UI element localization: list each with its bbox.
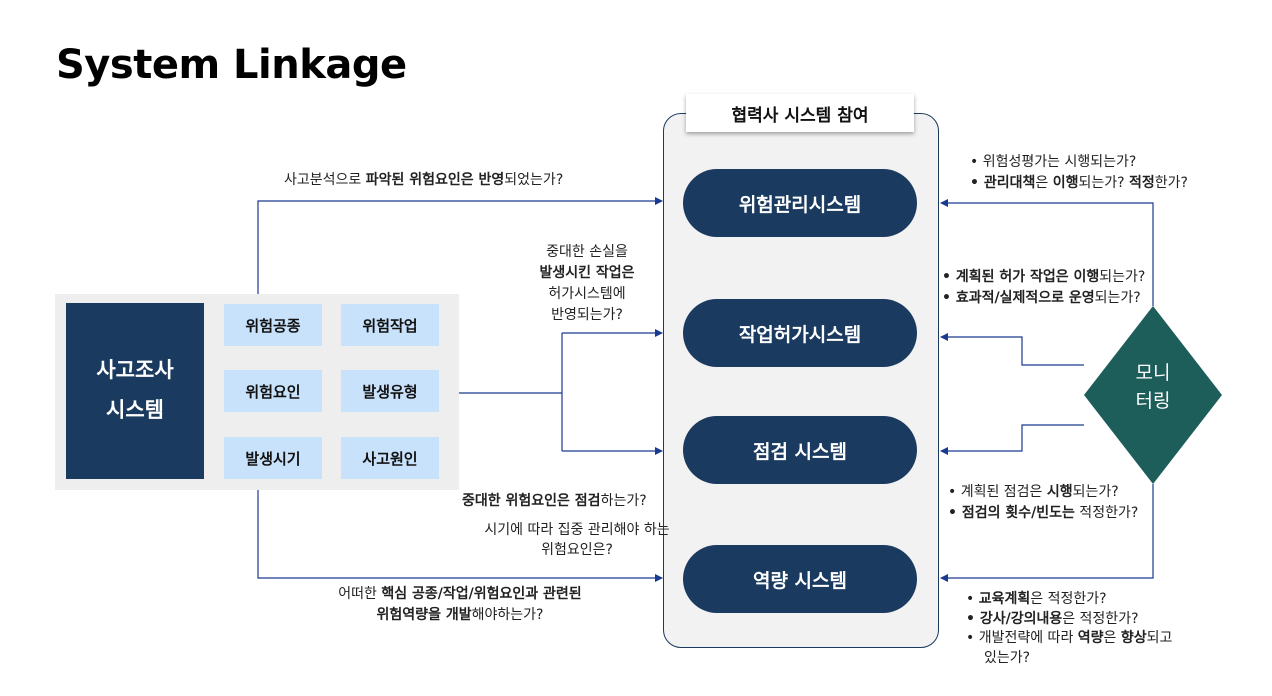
- note-risk-question: 사고분석으로 파악된 위험요인은 반영되었는가?: [284, 170, 563, 191]
- competency-system: 역량 시스템: [683, 545, 917, 613]
- arrow-monitor-to-risk: [940, 199, 1154, 306]
- note-monitor-risk-b2-bold2: 이행: [1052, 175, 1079, 191]
- note-monitor-permit-b2-post: 되는가?: [1094, 290, 1141, 306]
- note-inspection-line2: 시기에 따라 집중 관리해야 하는: [484, 522, 670, 538]
- note-monitor-inspection-b1-bold: 시행: [1046, 484, 1073, 500]
- note-monitor-competency-b3-line2: 있는가?: [984, 649, 1031, 666]
- note-monitor-competency-b2-post: 은 적정한가?: [1062, 610, 1139, 627]
- note-inspection-line3: 위험요인은?: [541, 542, 613, 559]
- note-monitor-permit: • 계획된 허가 작업은 이행되는가? • 효과적/실제적으로 운영되는가?: [942, 267, 1145, 309]
- monitoring-label: 모니 터링: [1110, 360, 1196, 415]
- note-monitor-risk-b2-bold3: 적정: [1128, 175, 1155, 191]
- arrow-accident-to-risk: [257, 197, 663, 294]
- risk-management-system: 위험관리시스템: [683, 169, 917, 237]
- note-monitor-risk-b2-post: 한가?: [1154, 175, 1188, 191]
- note-risk-pre: 사고분석으로: [284, 172, 366, 188]
- monitoring-line2: 터링: [1135, 389, 1171, 412]
- note-monitor-competency-b2-bold: • 강사/강의내용: [966, 610, 1063, 627]
- note-monitor-permit-b1-post: 되는가?: [1099, 269, 1146, 285]
- partner-system-label: 협력사 시스템 참여: [686, 94, 914, 132]
- note-monitor-competency-b1-post: 은 적정한가?: [1030, 591, 1107, 607]
- accident-investigation-system: 사고조사 시스템: [66, 303, 204, 479]
- factor-accident-cause: 사고원인: [341, 437, 439, 479]
- page-title: System Linkage: [56, 42, 407, 88]
- note-competency-pre: 어떠한: [338, 586, 382, 602]
- note-monitor-competency-b3-bold2: 향상: [1120, 630, 1147, 647]
- note-monitor-competency-b3-post: 되고: [1146, 630, 1173, 647]
- note-risk-post: 되었는가?: [504, 172, 564, 188]
- note-monitor-competency-b1-pre: •: [966, 591, 979, 607]
- note-monitor-risk-b2-mid1: 은: [1035, 175, 1053, 191]
- factor-occurrence-time: 발생시기: [224, 437, 322, 479]
- note-monitor-permit-b1-bold: • 계획된 허가 작업은 이행: [942, 269, 1100, 285]
- note-competency-bold1: 핵심 공종/작업/위험요인과 관련된: [381, 586, 582, 602]
- note-monitor-permit-b2-bold: • 효과적/실제적으로 운영: [942, 290, 1095, 306]
- note-permit-question: 중대한 손실을 발생시킨 작업은 허가시스템에 반영되는가?: [520, 242, 654, 326]
- note-inspection-post: 하는가?: [600, 493, 647, 509]
- arrow-monitor-to-inspection: [940, 424, 1084, 455]
- note-monitor-inspection-b2-post: 적정한가?: [1074, 505, 1139, 521]
- factor-risk-factor: 위험요인: [224, 370, 322, 412]
- note-permit-line4: 반영되는가?: [551, 307, 623, 323]
- note-inspection-bold: 중대한 위험요인은 점검: [462, 493, 601, 509]
- note-monitor-inspection-b2-bold: • 점검의 횟수/빈도는: [948, 505, 1075, 521]
- note-monitor-competency: • 교육계획은 적정한가? • 강사/강의내용은 적정한가? • 개발전략에 따…: [966, 590, 1172, 668]
- monitoring-diamond: [1084, 306, 1222, 484]
- note-inspection-question: 중대한 위험요인은 점검하는가?: [462, 491, 647, 512]
- note-monitor-competency-b3-pre: • 개발전략에 따라: [966, 630, 1078, 647]
- note-monitor-inspection: • 계획된 점검은 시행되는가? • 점검의 횟수/빈도는 적정한가?: [948, 482, 1138, 524]
- note-monitor-risk-b1: • 위험성평가는 시행되는가?: [970, 154, 1137, 170]
- note-competency-bold2: 위험역량을 개발: [376, 607, 472, 623]
- factor-risk-work: 위험작업: [341, 304, 439, 346]
- arrow-monitor-to-competency: [940, 484, 1154, 582]
- note-monitor-risk-b2-mid2: 되는가?: [1078, 175, 1129, 191]
- note-monitor-inspection-b1-post: 되는가?: [1072, 484, 1119, 500]
- work-permit-system: 작업허가시스템: [683, 299, 917, 367]
- note-permit-line2: 발생시킨 작업은: [539, 265, 635, 281]
- note-monitor-competency-b1-bold: 교육계획: [978, 591, 1031, 607]
- note-monitor-inspection-b1-pre: • 계획된 점검은: [948, 484, 1047, 500]
- note-monitor-competency-b3-mid: 은: [1103, 630, 1121, 647]
- note-monitor-risk-b2-bold1: • 관리대책: [970, 175, 1036, 191]
- note-competency-question: 어떠한 핵심 공종/작업/위험요인과 관련된 위험역량을 개발해야하는가?: [290, 584, 630, 626]
- note-competency-post: 해야하는가?: [471, 607, 544, 623]
- note-monitor-competency-b3-bold1: 역량: [1077, 630, 1104, 647]
- note-inspection-timing: 시기에 따라 집중 관리해야 하는 위험요인은?: [452, 520, 702, 561]
- factor-occurrence-type: 발생유형: [341, 370, 439, 412]
- factor-risk-trade: 위험공종: [224, 304, 322, 346]
- accident-system-line1: 사고조사: [96, 358, 174, 383]
- note-monitor-risk: • 위험성평가는 시행되는가? • 관리대책은 이행되는가? 적정한가?: [970, 152, 1188, 194]
- accident-system-line2: 시스템: [106, 398, 164, 422]
- arrow-monitor-to-permit: [940, 333, 1084, 366]
- arrow-accident-to-competency: [257, 490, 663, 582]
- note-risk-bold: 파악된 위험요인은 반영: [365, 172, 505, 188]
- note-permit-line3: 허가시스템에: [548, 286, 626, 302]
- note-permit-line1: 중대한 손실을: [546, 244, 628, 260]
- inspection-system: 점검 시스템: [683, 416, 917, 484]
- monitoring-line1: 모니: [1135, 362, 1171, 384]
